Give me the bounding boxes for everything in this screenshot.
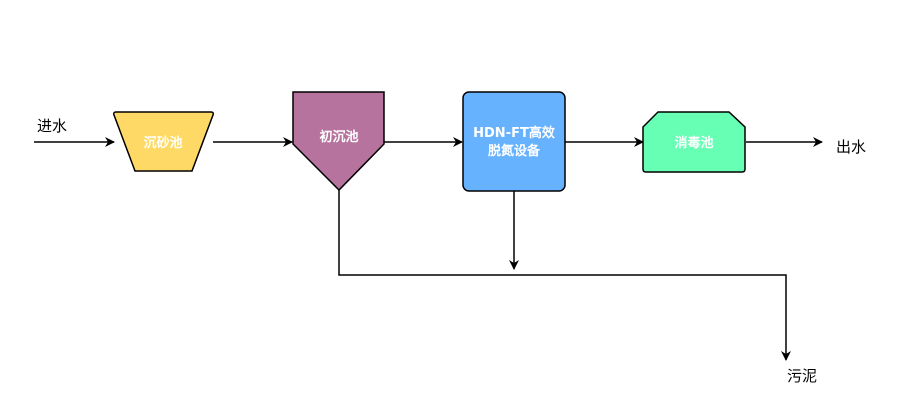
sludge-label: 污泥 [787, 367, 817, 385]
hdn-equipment-shape [462, 91, 566, 192]
primary-clarifier-label: 初沉池 [319, 129, 358, 145]
outflow-label: 出水 [836, 138, 866, 156]
disinfection-tank-label: 消毒池 [674, 135, 713, 151]
grit-chamber-label: 沉砂池 [143, 135, 182, 151]
primary-clarifier-shape [292, 91, 385, 192]
disinfection-tank-node: 消毒池 [642, 111, 746, 173]
hdn-equipment-label-line2: 脱氮设备 [488, 143, 541, 159]
grit-chamber-node: 沉砂池 [113, 111, 214, 172]
primary-clarifier-node: 初沉池 [292, 91, 385, 192]
hdn-equipment-node: HDN-FT高效 脱氮设备 [462, 91, 566, 192]
hdn-equipment-label-line1: HDN-FT高效 [473, 125, 556, 141]
edge-primary-to-sludge [338, 190, 791, 361]
disinfection-tank-shape [642, 111, 746, 173]
grit-chamber-shape [113, 111, 214, 172]
inflow-label: 进水 [37, 117, 67, 135]
